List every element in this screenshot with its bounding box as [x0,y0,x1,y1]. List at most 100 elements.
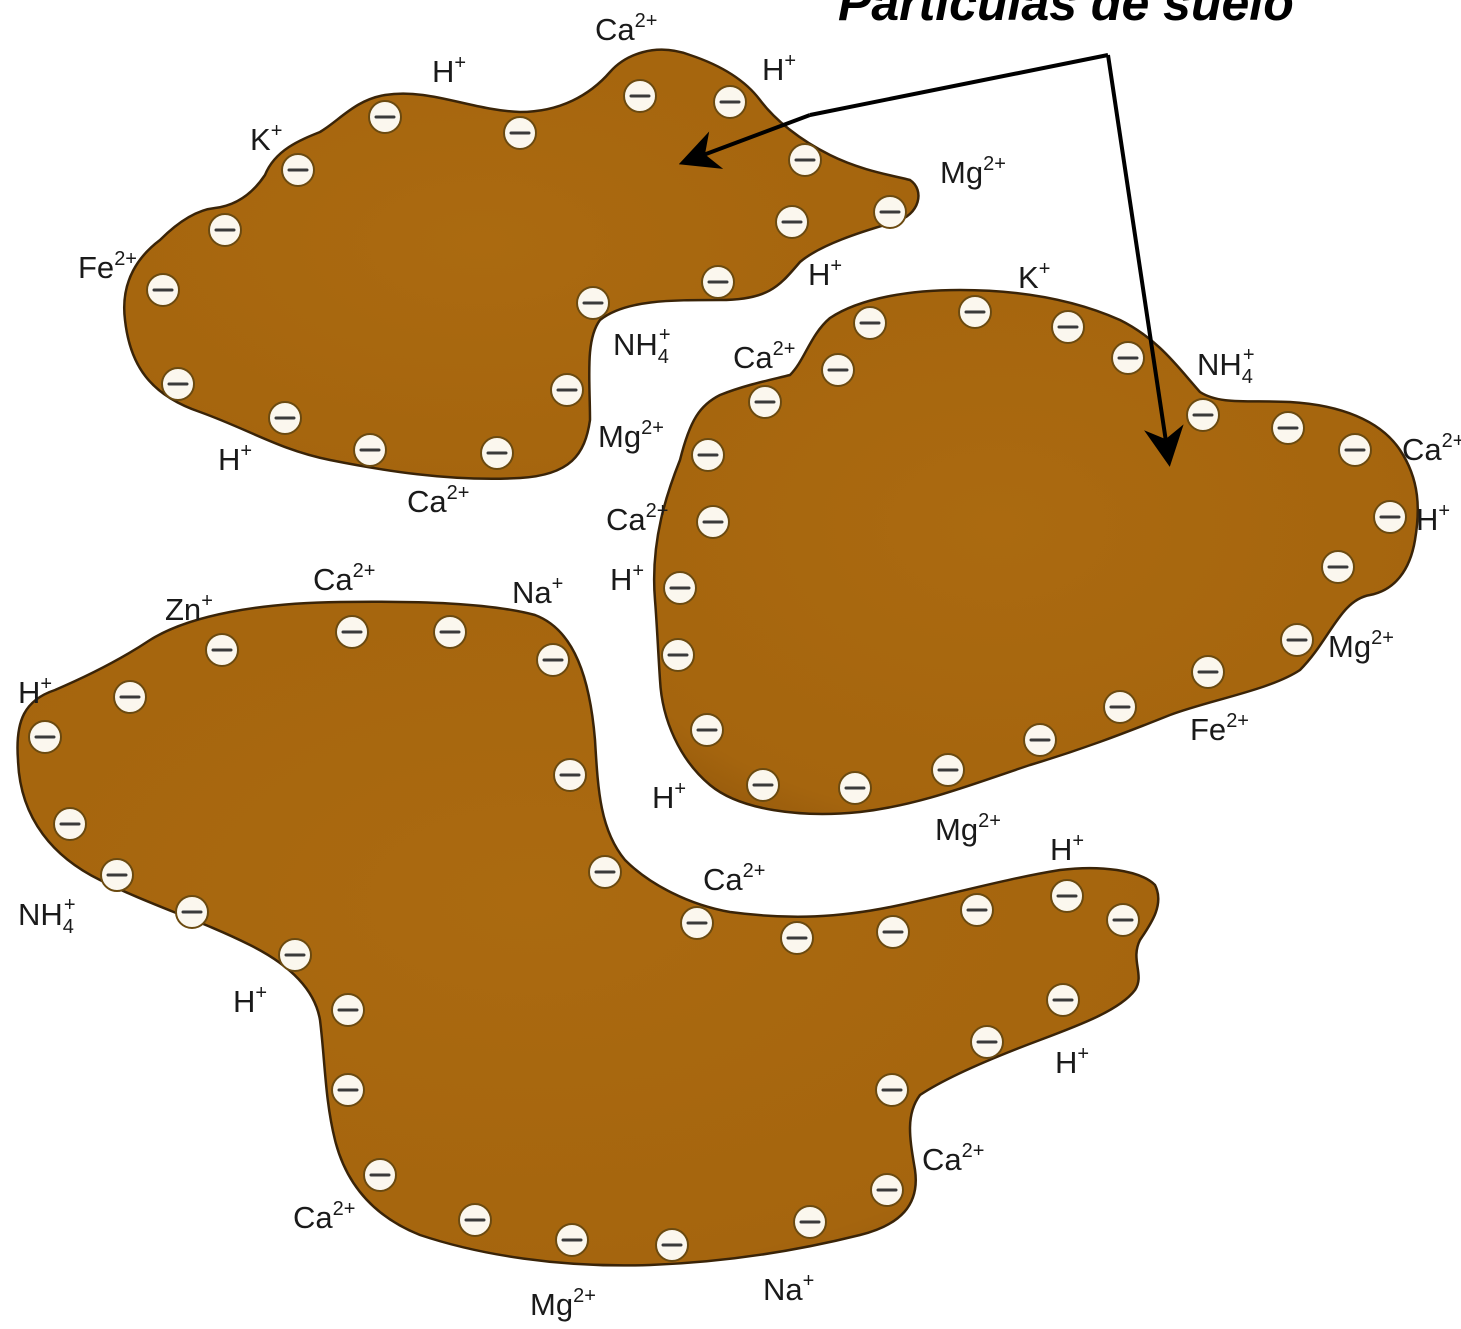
negative-charge [932,754,964,786]
cation-charge: + [271,120,283,142]
negative-charge [624,80,656,112]
negative-charge [336,616,368,648]
cation-symbol: Ca [1402,432,1442,467]
negative-charge [789,144,821,176]
negative-charge [714,86,746,118]
cation-charge: + [64,894,76,916]
cation-subscript: 4 [63,916,74,938]
negative-charge [1187,399,1219,431]
cation-label: H+ [1416,500,1450,537]
cation-label: Mg2+ [935,810,1001,847]
cation-label: K+ [250,120,282,157]
cation-symbol: Mg [935,812,978,847]
negative-charge [29,721,61,753]
negative-charge [874,196,906,228]
negative-charge [206,634,238,666]
cation-charge: + [1243,344,1255,366]
negative-charge [162,368,194,400]
negative-charge [794,1206,826,1238]
cation-symbol: Ca [922,1142,962,1177]
cation-label: K+ [1018,258,1050,295]
cation-label: H+ [1050,830,1084,867]
negative-charge [332,1074,364,1106]
cation-charge: 2+ [641,417,664,439]
cation-charge: 2+ [333,1198,356,1220]
negative-charge [1104,691,1136,723]
cation-symbol: K [1018,260,1039,295]
cation-charge: + [240,440,252,462]
cation-symbol: K [250,122,271,157]
negative-charge [54,808,86,840]
negative-charge [577,287,609,319]
cation-label: H+ [652,778,686,815]
arrow-line-top [810,55,1108,115]
cation-symbol: NH [1197,347,1242,382]
negative-charge [697,506,729,538]
cation-label: Ca2+ [595,10,657,47]
negative-charge [971,1026,1003,1058]
cation-symbol: H [233,984,255,1019]
cation-symbol: H [1416,502,1438,537]
cation-label: H+ [233,982,267,1019]
cation-charge: + [784,50,796,72]
cation-symbol: Mg [940,155,983,190]
negative-charge [871,1174,903,1206]
negative-charge [822,354,854,386]
negative-charge [554,759,586,791]
cation-charge: 2+ [646,500,669,522]
cation-charge: 2+ [353,560,376,582]
cation-charge: + [803,1270,815,1292]
negative-charge [1192,656,1224,688]
cation-charge: + [659,324,671,346]
cation-symbol: Fe [78,250,114,285]
cation-symbol: Ca [595,12,635,47]
negative-charge [551,374,583,406]
negative-charge [747,769,779,801]
negative-charge [556,1224,588,1256]
cation-charge: + [201,590,213,612]
cation-charge: + [1077,1043,1089,1065]
cation-symbol: Na [763,1272,803,1307]
negative-charge [364,1159,396,1191]
cation-label: Mg2+ [530,1285,596,1322]
negative-charge [662,639,694,671]
cation-symbol: Mg [530,1287,573,1322]
negative-charge [459,1204,491,1236]
cation-label: Ca2+ [407,482,469,519]
cation-label: Ca2+ [703,860,765,897]
cation-symbol: Na [512,575,552,610]
negative-charge [279,939,311,971]
cation-label: NH4+ [613,324,671,368]
cation-charge: 2+ [114,248,137,270]
negative-charge [114,681,146,713]
negative-charge [1107,904,1139,936]
cation-symbol: Mg [1328,629,1371,664]
cation-label: Mg2+ [598,417,664,454]
cation-label: Ca2+ [1402,430,1461,467]
cation-symbol: H [610,562,632,597]
negative-charge [877,916,909,948]
cation-symbol: H [1050,832,1072,867]
cation-symbol: H [432,54,454,89]
cation-symbol: Zn [165,592,201,627]
cation-symbol: Ca [606,502,646,537]
negative-charge [209,214,241,246]
negative-charge [537,644,569,676]
cation-symbol: H [18,675,40,710]
negative-charge [1281,624,1313,656]
cation-charge: + [552,573,564,595]
negative-charge [1112,342,1144,374]
cation-charge: + [674,778,686,800]
cation-charge: + [40,673,52,695]
cation-label: NH4+ [18,894,76,938]
cation-label: H+ [610,560,644,597]
cation-symbol: NH [613,327,658,362]
negative-charge [282,154,314,186]
negative-charge [959,296,991,328]
cation-symbol: Fe [1190,712,1226,747]
cation-subscript: 4 [1242,366,1253,388]
negative-charge [702,266,734,298]
negative-charge [854,307,886,339]
